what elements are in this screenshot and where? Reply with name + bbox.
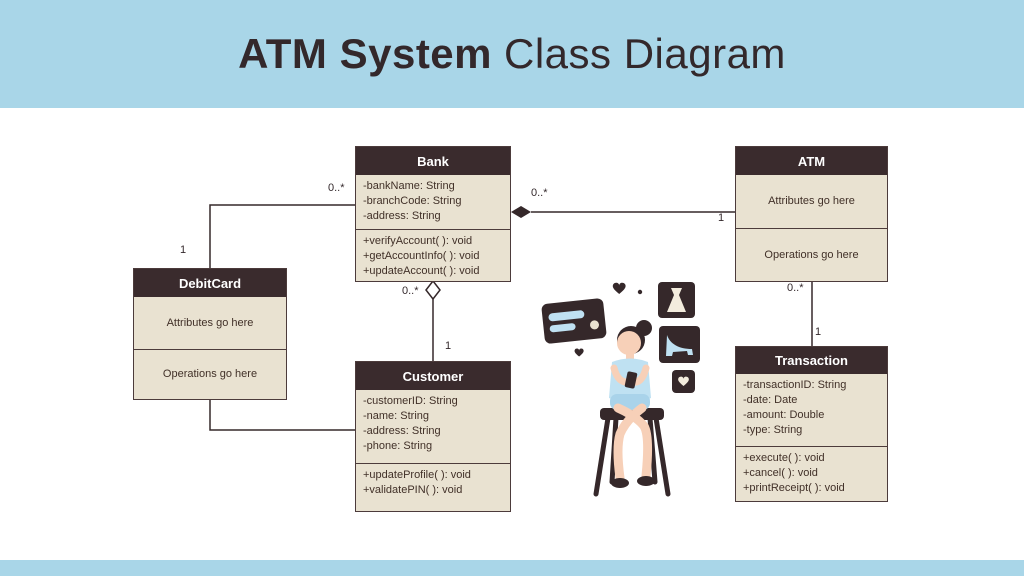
face [617, 331, 641, 355]
class-customer-attributes: -customerID: String -name: String -addre… [356, 390, 510, 463]
multiplicity-bank-end-debitcard: 0..* [328, 182, 345, 194]
aggregation-diamond-bank-customer [425, 279, 441, 301]
attribute: -transactionID: String [743, 379, 847, 391]
multiplicity-transaction-end: 1 [815, 326, 822, 338]
connector-debitcard-customer [209, 398, 355, 431]
multiplicity-atm-end-transaction: 0..* [787, 282, 804, 294]
heart-icon [612, 282, 626, 294]
class-bank-attributes: -bankName: String -branchCode: String -a… [356, 175, 510, 229]
attribute: -customerID: String [363, 395, 458, 407]
operation: +verifyAccount( ): void [363, 235, 473, 247]
class-customer: Customer -customerID: String -name: Stri… [355, 361, 511, 512]
operation: +printReceipt( ): void [743, 482, 845, 494]
operation: +updateAccount( ): void [363, 265, 480, 277]
heart-icon [574, 348, 584, 357]
multiplicity-bank-end-customer: 0..* [402, 285, 419, 297]
leg [613, 403, 653, 481]
attribute: -amount: Double [743, 409, 825, 421]
multiplicity-debitcard-end: 1 [180, 244, 187, 256]
operation: +execute( ): void [743, 452, 825, 464]
shoe [637, 476, 655, 486]
class-debitcard-operations: Operations go here [134, 349, 286, 399]
class-debitcard-attributes: Attributes go here [134, 297, 286, 349]
class-bank-title: Bank [356, 147, 510, 175]
class-debitcard: DebitCard Attributes go here Operations … [133, 268, 287, 400]
composition-diamond-bank-atm [511, 206, 531, 218]
person [609, 320, 655, 488]
connector-debitcard-bank [209, 204, 355, 268]
operation: +updateProfile( ): void [363, 469, 471, 481]
attribute: -type: String [743, 424, 803, 436]
class-atm-operations: Operations go here [736, 228, 887, 281]
class-transaction-title: Transaction [736, 347, 887, 374]
class-atm-title: ATM [736, 147, 887, 175]
operations-placeholder: Operations go here [162, 368, 258, 380]
bottom-band [0, 560, 1024, 576]
class-transaction-attributes: -transactionID: String -date: Date -amou… [736, 374, 887, 446]
operation: +getAccountInfo( ): void [363, 250, 480, 262]
dot-decoration [637, 289, 643, 295]
operation: +validatePIN( ): void [363, 484, 463, 496]
heart-tile-icon [672, 370, 695, 393]
attribute: -address: String [363, 210, 441, 222]
class-bank: Bank -bankName: String -branchCode: Stri… [355, 146, 511, 282]
multiplicity-customer-end: 1 [445, 340, 452, 352]
attribute: -phone: String [363, 440, 433, 452]
class-bank-operations: +verifyAccount( ): void +getAccountInfo(… [356, 229, 510, 281]
phone [624, 371, 638, 389]
high-heel-icon [659, 326, 700, 363]
class-customer-title: Customer [356, 362, 510, 390]
page-title-rest: Class Diagram [504, 30, 786, 77]
shoe [611, 478, 629, 488]
neck [626, 352, 634, 361]
chair-legs [593, 415, 671, 497]
attribute: -name: String [363, 410, 430, 422]
class-customer-operations: +updateProfile( ): void +validatePIN( ):… [356, 463, 510, 511]
class-transaction: Transaction -transactionID: String -date… [735, 346, 888, 502]
class-atm-attributes: Attributes go here [736, 175, 887, 228]
attribute: -date: Date [743, 394, 798, 406]
dot-decoration [600, 326, 604, 330]
attribute: -address: String [363, 425, 441, 437]
operations-placeholder: Operations go here [764, 248, 859, 261]
top-band [0, 0, 1024, 108]
page-title-emphasis: ATM System [238, 30, 493, 77]
shopping-illustration [541, 282, 700, 497]
class-transaction-operations: +execute( ): void +cancel( ): void +prin… [736, 446, 887, 501]
operation: +cancel( ): void [743, 467, 818, 479]
multiplicity-bank-end-atm: 0..* [531, 187, 548, 199]
class-debitcard-title: DebitCard [134, 269, 286, 297]
multiplicity-atm-end: 1 [718, 212, 725, 224]
credit-card-icon [541, 298, 607, 344]
dress-icon [658, 282, 695, 318]
attributes-placeholder: Attributes go here [768, 195, 855, 207]
class-atm: ATM Attributes go here Operations go her… [735, 146, 888, 282]
attribute: -branchCode: String [363, 195, 462, 207]
leg [613, 403, 647, 483]
attributes-placeholder: Attributes go here [166, 316, 254, 329]
attribute: -bankName: String [363, 180, 455, 192]
